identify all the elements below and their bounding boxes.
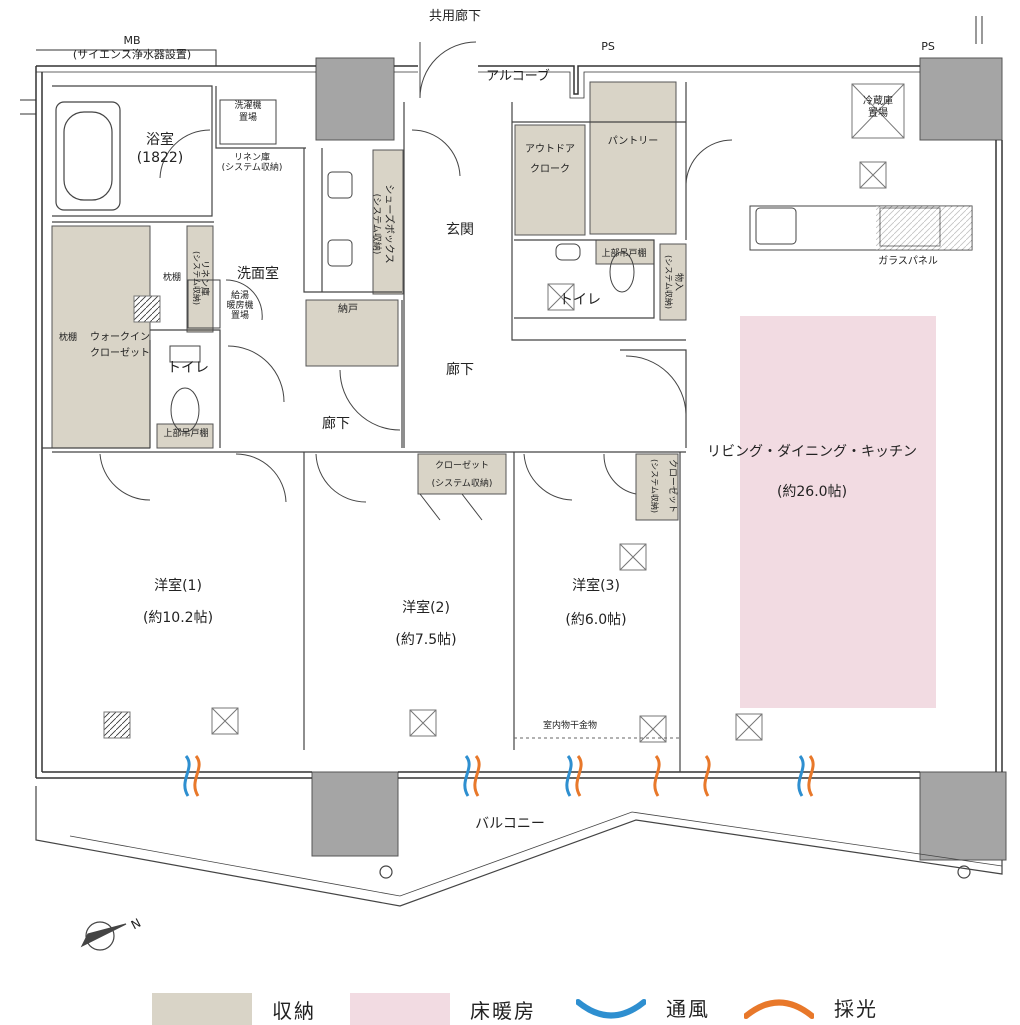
label-linen2: リネン庫 xyxy=(199,260,211,296)
legend-storage-swatch xyxy=(152,993,252,1025)
legend-ventilation: 通風 xyxy=(576,993,710,1022)
label-room2: 洋室(2) xyxy=(402,599,450,616)
label-linen2-sys: (システム収納) xyxy=(192,251,202,305)
label-dryer: 給湯 xyxy=(231,289,249,301)
ceiling-marks xyxy=(103,83,905,743)
label-drying: 室内物干金物 xyxy=(543,719,597,731)
label-ldk: リビング・ダイニング・キッチン xyxy=(707,444,917,460)
ventilation-arrows xyxy=(183,755,805,797)
columns xyxy=(311,57,1007,861)
label-bath-size: (1822) xyxy=(137,150,184,166)
label-closet3-sys: (システム収納) xyxy=(650,459,660,513)
legend-lighting: 採光 xyxy=(744,993,878,1022)
label-upper-shelf1: 上部吊戸棚 xyxy=(163,427,208,439)
balcony-outline xyxy=(35,786,1003,907)
label-washer2: 置場 xyxy=(239,111,257,123)
ventilation-wave-icon xyxy=(576,998,646,1018)
glass-panel xyxy=(876,206,972,250)
label-fridge2: 置場 xyxy=(868,106,888,119)
legend-floor-heating-swatch xyxy=(350,993,450,1025)
bathtub xyxy=(55,101,121,211)
label-washroom: 洗面室 xyxy=(237,265,279,282)
label-shoebox-sys: (システム収納) xyxy=(371,194,383,255)
legend-storage-label: 収納 xyxy=(272,998,316,1023)
label-toilet2: トイレ xyxy=(559,292,601,308)
label-north: N xyxy=(129,916,144,933)
floor-heating-area xyxy=(740,316,936,708)
label-linen: リネン庫 xyxy=(234,151,270,163)
label-bath: 浴室 xyxy=(146,131,174,148)
label-closet-sys: クローゼット xyxy=(435,459,489,471)
label-dryer3: 置場 xyxy=(231,309,249,321)
label-room2-size: (約7.5帖) xyxy=(395,632,456,648)
lighting-wave-icon xyxy=(744,999,814,1019)
label-room1: 洋室(1) xyxy=(154,577,202,594)
label-entrance: 玄関 xyxy=(446,221,474,238)
label-room3: 洋室(3) xyxy=(572,577,620,594)
lighting-arrows xyxy=(193,755,815,797)
label-nando: 納戸 xyxy=(338,302,358,315)
storage-areas xyxy=(51,81,687,521)
label-toilet1: トイレ xyxy=(167,360,209,376)
label-outdoor2: クローク xyxy=(530,163,570,175)
label-mb-note: (サイエンス浄水器設置) xyxy=(73,47,191,61)
label-upper-shelf2: 上部吊戸棚 xyxy=(601,247,646,259)
label-ps2: PS xyxy=(921,40,935,53)
label-alcove: アルコーブ xyxy=(486,68,550,84)
label-walkin2: クローゼット xyxy=(90,347,150,359)
compass-icon xyxy=(80,921,127,951)
label-dryer2: 暖房機 xyxy=(226,299,253,311)
label-glass-panel: ガラスパネル xyxy=(878,255,938,267)
label-hallway1: 廊下 xyxy=(446,361,474,378)
label-shoebox: シューズボックス xyxy=(383,184,396,263)
label-linen-sys: (システム収納) xyxy=(222,161,283,173)
legend: 収納 床暖房 通風 採光 xyxy=(0,985,1020,1025)
label-outdoor: アウトドア xyxy=(525,143,575,155)
label-storage-sys: 物入 xyxy=(673,273,685,291)
label-room1-size: (約10.2帖) xyxy=(143,610,213,626)
legend-floor-heating-label: 床暖房 xyxy=(470,998,536,1023)
interior-walls xyxy=(42,82,687,772)
outer-walls xyxy=(20,16,1003,779)
door-swings xyxy=(99,41,733,521)
legend-ventilation-label: 通風 xyxy=(666,997,710,1021)
label-balcony: バルコニー xyxy=(475,816,545,832)
label-walkin: ウォークイン xyxy=(90,331,150,343)
label-hallway2: 廊下 xyxy=(322,415,350,432)
label-pantry: パントリー xyxy=(608,135,659,147)
label-ps1: PS xyxy=(601,40,615,53)
label-mb: MB xyxy=(123,34,140,47)
legend-lighting-label: 採光 xyxy=(834,997,878,1021)
label-closet-sys2: (システム収納) xyxy=(432,477,493,489)
label-closet3: クローゼット xyxy=(667,459,679,513)
label-ldk-size: (約26.0帖) xyxy=(777,484,847,500)
label-pillow-shelf1: 枕棚 xyxy=(163,271,181,283)
label-fridge: 冷蔵庫 xyxy=(863,94,893,107)
label-room3-size: (約6.0帖) xyxy=(565,612,626,628)
legend-floor-heating: 床暖房 xyxy=(350,993,536,1025)
label-storage-sys2: (システム収納) xyxy=(664,255,674,309)
label-common-corridor: 共用廊下 xyxy=(429,8,481,24)
label-washer: 洗濯機 xyxy=(234,99,261,111)
legend-storage: 収納 xyxy=(152,993,316,1025)
label-pillow-shelf2: 枕棚 xyxy=(59,331,77,343)
